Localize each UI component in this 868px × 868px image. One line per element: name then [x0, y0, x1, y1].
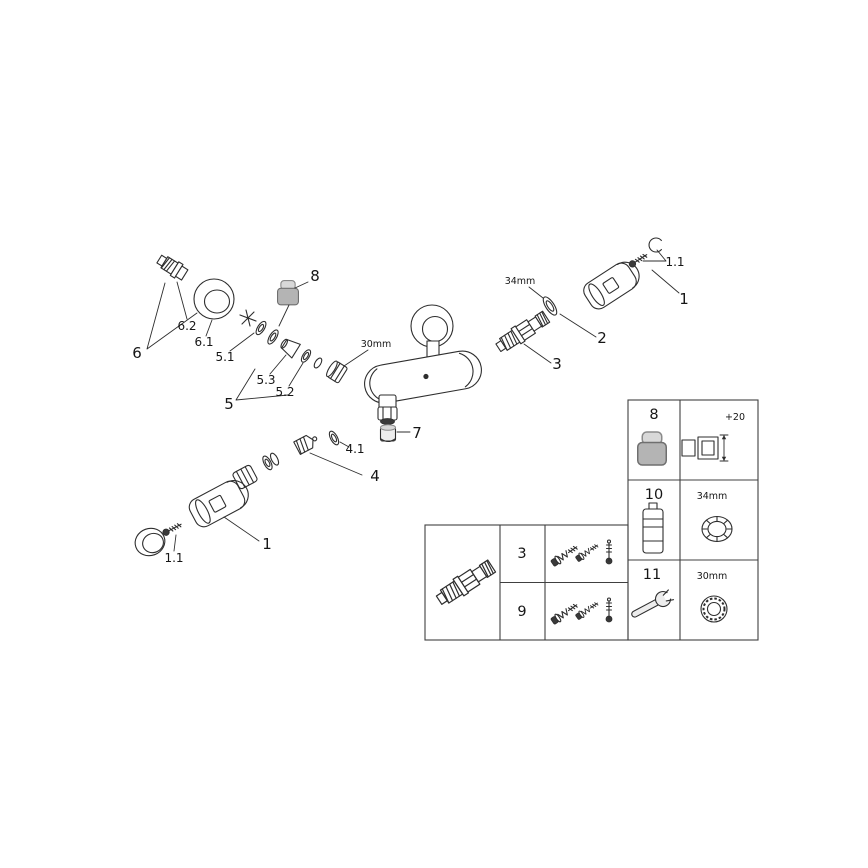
- callout-1-bottom: 1: [262, 535, 272, 553]
- callout-5-1: 5.1: [215, 350, 234, 364]
- callout-8: 8: [310, 267, 320, 285]
- table-cell-9-label: 9: [517, 604, 526, 620]
- o-ring: [255, 320, 267, 336]
- part-5-adapter-cone: [280, 338, 301, 359]
- assembly-line: [278, 304, 290, 327]
- callout-2: 2: [597, 329, 607, 347]
- o-ring-pair: [262, 452, 280, 471]
- table-dim-34mm: 34mm: [697, 491, 728, 502]
- callout-6: 6: [132, 344, 142, 362]
- check-valve: [293, 434, 318, 455]
- nut-30mm-icon: [700, 595, 728, 623]
- shower-outlet: [377, 394, 398, 425]
- screw-set-icon: [550, 540, 612, 567]
- part-2-ring: [542, 296, 558, 316]
- callout-4: 4: [370, 467, 380, 485]
- star-washer: [239, 309, 257, 327]
- table-cell-10-label: 10: [645, 487, 663, 503]
- table-cell-8-label: 8: [649, 407, 658, 423]
- table-dim-30mm: 30mm: [697, 571, 728, 582]
- leader-lines: [146, 249, 680, 552]
- fixing-screw: [161, 520, 184, 538]
- table-dim-plus20: +20: [725, 412, 745, 423]
- callout-5-2: 5.2: [275, 385, 294, 399]
- union-nut: [326, 360, 348, 384]
- dim-30mm: 30mm: [361, 339, 392, 350]
- cover-cap: [134, 527, 166, 557]
- parts-table: 8 +20 10 34mm 11: [424, 399, 759, 641]
- table-cap-icon: [637, 431, 667, 466]
- callout-7: 7: [412, 424, 422, 442]
- o-ring: [313, 357, 323, 369]
- extension-piece-icon: [681, 434, 729, 462]
- part-1-sleeve: [583, 261, 640, 310]
- callout-3: 3: [552, 355, 562, 373]
- wrench-icon: [631, 589, 675, 618]
- part-3-connection-fitting: [492, 308, 552, 356]
- part-7-adapter: [379, 424, 397, 443]
- retaining-clip: [648, 237, 662, 253]
- callout-6-1: 6.1: [194, 335, 213, 349]
- table-cell-3-label: 3: [517, 546, 526, 562]
- part-8-cap: [276, 280, 300, 306]
- part-6-escutcheon: [193, 278, 235, 320]
- table-grid: [424, 399, 759, 641]
- callout-6-2: 6.2: [177, 319, 196, 333]
- o-ring: [300, 349, 312, 363]
- callout-5: 5: [224, 395, 234, 413]
- cartridge-icon: [642, 502, 664, 554]
- callout-1-1-bottom: 1.1: [164, 551, 183, 565]
- fixing-screw: [627, 251, 650, 269]
- callout-5-3: 5.3: [256, 373, 275, 387]
- dim-34mm: 34mm: [505, 276, 536, 287]
- o-ring: [267, 329, 279, 345]
- screw-set-icon: [550, 598, 612, 625]
- ring-34mm-icon: [701, 515, 733, 543]
- callout-1-1-top: 1.1: [665, 255, 684, 269]
- part-6-union-fitting: [156, 254, 189, 281]
- callout-1-top: 1: [679, 290, 689, 308]
- table-cell-11-label: 11: [643, 567, 661, 583]
- o-ring: [328, 430, 340, 446]
- table-fitting-icon: [433, 557, 498, 610]
- callout-4-1: 4.1: [345, 442, 364, 456]
